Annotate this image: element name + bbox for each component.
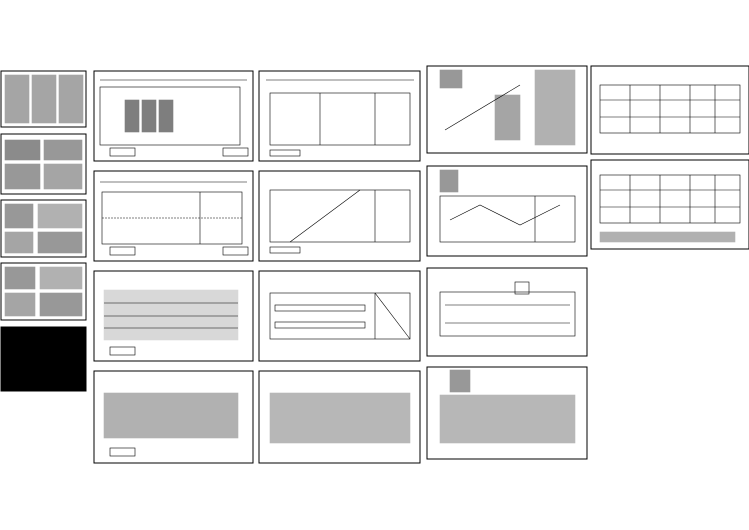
sheet-2-outline-plan: [258, 70, 421, 162]
sheet-14-dense-plan-3: [426, 366, 588, 460]
index-sheet-4: [0, 262, 87, 321]
index-sheet-1: [0, 70, 87, 128]
sheet-9-za-plan: [93, 270, 254, 362]
index-sheet-3: [0, 199, 87, 258]
sheet-3-schematic: [426, 65, 588, 154]
sheet-5-floor-plan: [93, 170, 254, 262]
sheet-10-hatched-plan: [258, 270, 421, 362]
sheet-8-grid-plan-notes: [590, 159, 749, 250]
sheet-4-grid-plan: [590, 65, 749, 155]
sheet-11-hatched-plan-2: [426, 267, 588, 357]
index-sheet-2: [0, 133, 87, 195]
sheet-6-diagonal-plan: [258, 170, 421, 262]
sheet-12-dense-plan: [93, 370, 254, 464]
sheet-13-dense-plan-2: [258, 370, 421, 464]
sheet-7-piping-plan: [426, 165, 588, 257]
index-sheet-5-dark: [0, 326, 87, 392]
sheet-1-equipment-plan: [93, 70, 254, 162]
